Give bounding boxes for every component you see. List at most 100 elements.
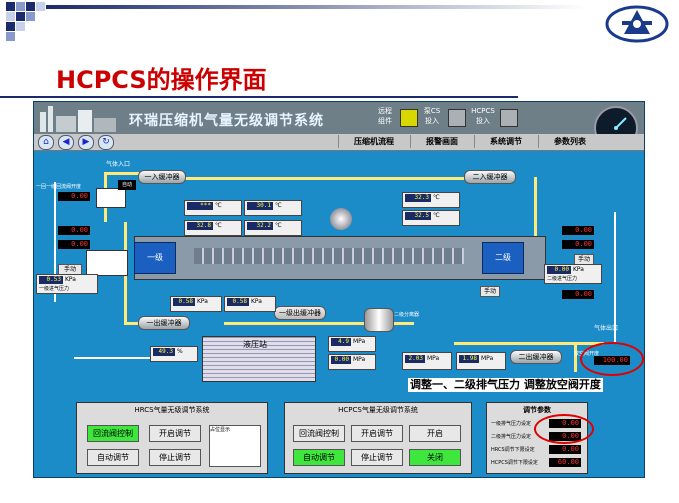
decor-square (6, 32, 15, 41)
stage1-outlet-pressure-value: 2.03 (405, 355, 425, 363)
back-icon[interactable]: ◀ (58, 135, 74, 150)
hcpcs-group-title: HCPCS气量无级调节系统 (338, 406, 418, 414)
decor-square (26, 12, 35, 21)
stage2-inlet-pressure-value: 0.00 (547, 266, 571, 274)
separator-vessel[interactable] (364, 308, 394, 332)
stage2-cylinder[interactable]: 二级 (482, 242, 524, 274)
hcpcs-auto-adjust-button[interactable]: 自动调节 (293, 449, 345, 466)
oil-pressure-value-2: 4.9 (331, 338, 351, 346)
refresh-icon[interactable]: ↻ (98, 135, 114, 150)
mid-manual-button[interactable]: 手动 (480, 286, 500, 297)
bypass-valve-readout: 0.00 (58, 192, 90, 201)
menu-compressor-flow[interactable]: 压缩机流程 (338, 135, 409, 148)
hcpcs-open-button[interactable]: 开启 (409, 425, 461, 442)
forward-icon[interactable]: ▶ (78, 135, 94, 150)
hrcs-start-adjust-button[interactable]: 开启调节 (149, 425, 201, 442)
temp-unit: ℃ (215, 222, 222, 229)
temp-panel-2: 30.1 ℃ (244, 200, 302, 216)
param-hcpcs-lower-input[interactable]: 60.00 (549, 458, 581, 467)
motor-icon (330, 208, 352, 230)
stage2-inlet-pressure-label: 二级进气压力 (547, 276, 578, 282)
stage1-inlet-pressure-label: 一级进气压力 (39, 286, 70, 292)
home-icon[interactable]: ⌂ (38, 135, 54, 150)
temp-value: 32.3 (405, 194, 431, 202)
pressure-panel-1: 0.58 KPa (170, 296, 222, 312)
bypass-valve-label: 一回一级回流阀开度 (36, 184, 82, 190)
temp-value: 30.1 (247, 202, 273, 210)
signal-remote-label: 远程 组件 (378, 107, 392, 125)
stage2-outlet-pressure-panel: 1.98 MPa (456, 352, 506, 370)
signal-pump-label: 泵CS 投入 (423, 107, 441, 125)
stage2-inlet-pressure-unit: KPa (573, 266, 584, 273)
oil-pressure-panel-3: 0.00 MPa (328, 354, 376, 370)
separator-label: 二级分离器 (394, 312, 420, 318)
stage1-inlet-pressure-panel: 0.53 KPa 一级进气压力 (36, 274, 98, 294)
stage1-inlet-pressure-unit: KPa (65, 276, 76, 283)
hrcs-auto-adjust-button[interactable]: 自动调节 (87, 449, 139, 466)
auto-indicator[interactable]: 自动 (118, 180, 136, 190)
oil-pressure-value-3: 0.00 (331, 356, 351, 364)
stage1-cylinder[interactable]: 一级 (134, 242, 176, 274)
inlet-buffer-1[interactable]: 一入缓冲器 (138, 170, 186, 184)
param-label: HCPCS调节下限设定 (491, 460, 538, 466)
signal-remote-lamp (400, 109, 418, 127)
system-title: 环瑞压缩机气量无级调节系统 (129, 113, 324, 129)
hcpcs-stop-adjust-button[interactable]: 停止调节 (351, 449, 403, 466)
crankshaft (194, 248, 464, 264)
inlet-buffer-2[interactable]: 二入缓冲器 (464, 170, 516, 184)
hrcs-stop-adjust-button[interactable]: 停止调节 (149, 449, 201, 466)
hcpcs-close-button[interactable]: 关闭 (409, 449, 461, 466)
stage2-inlet-pressure-panel: 0.00 KPa 二级进气压力 (544, 264, 602, 284)
hcpcs-bypass-valve-button[interactable]: 回流阀控制 (293, 425, 345, 442)
annotation-text: 调整一、二级排气压力 调整放空阀开度 (408, 378, 603, 392)
oil-pressure-unit-2: MPa (353, 338, 366, 345)
menu-system-adjust[interactable]: 系统调节 (474, 135, 537, 148)
temp-panel-3: 32.8 ℃ (184, 220, 242, 236)
left-control-readout-1: 0.00 (58, 226, 90, 235)
menu-bar: ⌂ ◀ ▶ ↻ 压缩机流程 报警画面 系统调节 参数列表 (34, 134, 644, 151)
oil-pressure-unit: % (177, 348, 183, 355)
outlet-buffer-1[interactable]: 一出缓冲器 (138, 316, 190, 330)
pipe (74, 357, 174, 359)
temp-panel-5: 32.3 ℃ (402, 192, 460, 208)
hrcs-bypass-valve-button[interactable]: 回流阀控制 (87, 425, 139, 442)
decor-square (6, 22, 15, 31)
pipe (224, 322, 414, 325)
pipe (534, 177, 537, 237)
bypass-valve-box[interactable] (96, 188, 126, 208)
temp-value: 32.5 (405, 212, 431, 220)
hrcs-control-group: HRCS气量无级调节系统 回流阀控制 开启调节 自动调节 停止调节 占位显示 (76, 402, 268, 474)
hydraulic-station[interactable]: 液压站 (202, 336, 316, 382)
title-divider (0, 96, 518, 98)
decor-square (16, 2, 25, 11)
param-label: 二级排气压力设定 (491, 434, 532, 440)
stage2-outlet-pressure-value: 1.98 (459, 355, 479, 363)
pipe (614, 212, 616, 342)
hydraulic-station-label: 液压站 (243, 340, 267, 349)
param-hrcs-lower-input[interactable]: 0.00 (549, 445, 581, 454)
pressure-unit: KPa (251, 298, 262, 305)
pressure-panel-2: 0.58 KPa (224, 296, 276, 312)
oil-pressure-panel-2: 4.9 MPa (328, 336, 376, 352)
left-control-readout-2: 0.00 (58, 240, 90, 249)
plant-icon (40, 106, 116, 132)
temp-panel-1: *** ℃ (184, 200, 242, 216)
stage1-outlet-buffer[interactable]: 一级出缓冲器 (274, 306, 326, 320)
menu-param-list[interactable]: 参数列表 (538, 135, 601, 148)
decor-square (6, 2, 15, 11)
pipe (54, 182, 56, 302)
temp-unit: ℃ (215, 202, 222, 209)
outlet-buffer-2[interactable]: 二出缓冲器 (510, 350, 562, 364)
temp-unit: ℃ (275, 222, 282, 229)
slide-title: HCPCS的操作界面 (56, 66, 267, 94)
menu-alarm[interactable]: 报警画面 (410, 135, 473, 148)
signal-hcpcs-label: HCPCS 投入 (471, 107, 495, 125)
temp-panel-6: 32.5 ℃ (402, 210, 460, 226)
oil-pressure-value: 49.3 (153, 348, 175, 356)
decor-square (6, 12, 15, 21)
params-highlight-ellipse (534, 414, 594, 444)
scada-window: 环瑞压缩机气量无级调节系统 远程 组件 泵CS 投入 HCPCS 投入 ⌂ ◀ … (33, 101, 645, 478)
hcpcs-start-adjust-button[interactable]: 开启调节 (351, 425, 403, 442)
decor-square (16, 12, 25, 21)
temp-value: *** (187, 202, 213, 210)
